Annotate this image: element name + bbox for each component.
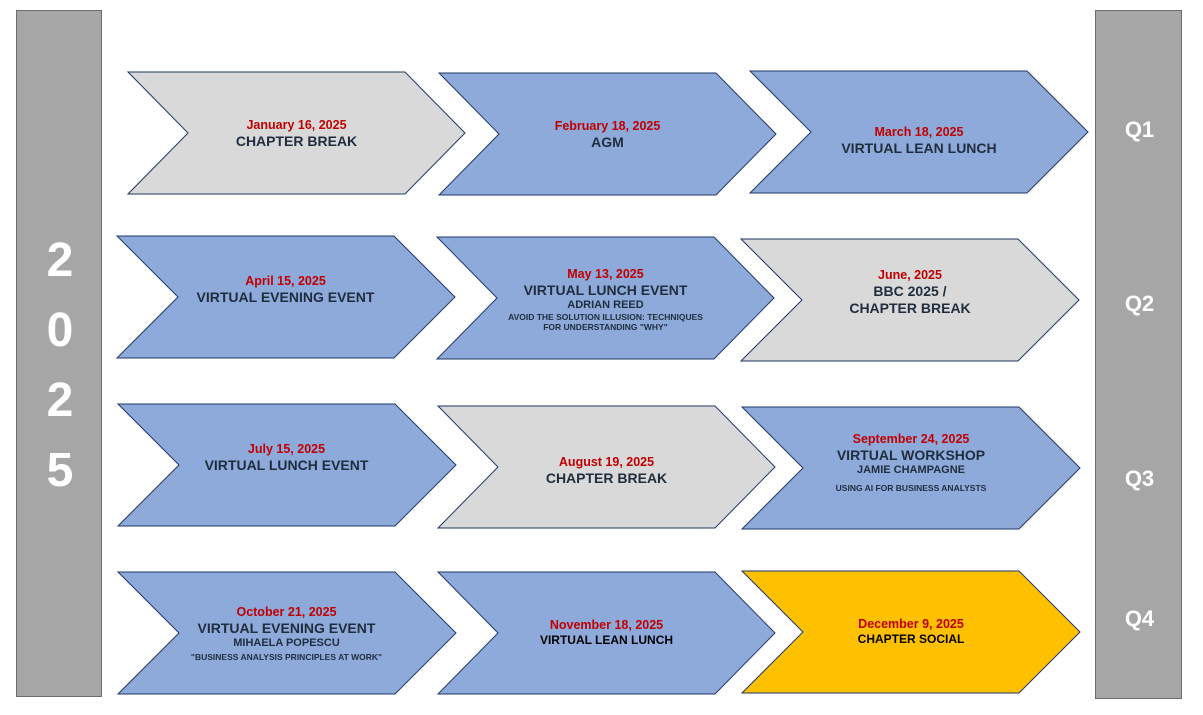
event-title: VIRTUAL LUNCH EVENT (523, 281, 688, 298)
chevron-feb (437, 72, 777, 196)
event-topic: AVOID THE SOLUTION ILLUSION: TECHNIQUES (508, 311, 703, 322)
event-oct: October 21, 2025 VIRTUAL EVENING EVENT M… (168, 600, 405, 666)
year-digit: 5 (46, 444, 74, 497)
event-topic: FOR UNDERSTANDING "WHY" (543, 321, 668, 332)
event-speaker: JAMIE CHAMPAGNE (857, 463, 965, 476)
event-title: CHAPTER BREAK (235, 133, 358, 149)
event-title: VIRTUAL LEAN LUNCH (539, 633, 674, 647)
chevron-dec (740, 570, 1081, 694)
event-may: May 13, 2025 VIRTUAL LUNCH EVENT ADRIAN … (487, 262, 724, 336)
event-date: April 15, 2025 (245, 274, 326, 288)
event-date: September 24, 2025 (852, 431, 970, 446)
event-topic: "BUSINESS ANALYSIS PRINCIPLES AT WORK" (190, 651, 383, 662)
event-date: December 9, 2025 (858, 617, 964, 631)
quarter-label-q3: Q3 (1124, 466, 1155, 491)
event-topic: USING AI FOR BUSINESS ANALYSTS (835, 482, 987, 493)
event-title: VIRTUAL LEAN LUNCH (841, 140, 997, 156)
chevron-apr (115, 235, 456, 359)
event-date: January 16, 2025 (246, 118, 347, 132)
quarter-label-q2: Q2 (1124, 291, 1155, 316)
event-title: VIRTUAL WORKSHOP (836, 446, 986, 463)
chevron-jan (126, 71, 466, 195)
year-digit: 2 (46, 234, 74, 287)
event-date: May 13, 2025 (567, 266, 644, 281)
event-speaker: MIHAELA POPESCU (233, 636, 340, 649)
chevron-jul (116, 403, 457, 527)
chevron-may (435, 236, 775, 360)
event-title: CHAPTER SOCIAL (857, 632, 965, 646)
event-dec: December 9, 2025 CHAPTER SOCIAL (803, 609, 1019, 655)
year-bar: 2 0 2 5 (16, 10, 102, 697)
event-title: BBC 2025 / (873, 282, 947, 299)
event-title: VIRTUAL EVENING EVENT (196, 289, 375, 305)
event-date: June, 2025 (878, 267, 942, 282)
event-title: AGM (591, 134, 624, 150)
chevron-aug (436, 405, 776, 529)
event-title: CHAPTER BREAK (849, 299, 971, 316)
chevron-mar (748, 70, 1089, 194)
event-title: VIRTUAL EVENING EVENT (197, 619, 376, 636)
quarter-label-q4: Q4 (1124, 606, 1155, 631)
event-jul: July 15, 2025 VIRTUAL LUNCH EVENT (178, 434, 395, 482)
event-feb: February 18, 2025 AGM (499, 111, 716, 159)
event-sep: September 24, 2025 VIRTUAL WORKSHOP JAMI… (793, 428, 1029, 496)
event-nov: November 18, 2025 VIRTUAL LEAN LUNCH (498, 610, 715, 656)
year-digit: 0 (46, 304, 74, 357)
chevron-oct (116, 571, 457, 695)
event-date: November 18, 2025 (549, 618, 664, 632)
quarter-label-q1: Q1 (1124, 117, 1155, 142)
event-apr: April 15, 2025 VIRTUAL EVENING EVENT (158, 266, 413, 314)
event-date: July 15, 2025 (247, 442, 326, 456)
event-speaker: ADRIAN REED (567, 298, 644, 311)
event-title: CHAPTER BREAK (545, 470, 668, 486)
event-title: VIRTUAL LUNCH EVENT (204, 457, 369, 473)
event-date: March 18, 2025 (874, 125, 964, 139)
chevron-sep (740, 406, 1081, 530)
event-date: February 18, 2025 (554, 119, 661, 133)
chevron-jun (739, 238, 1080, 362)
event-jan: January 16, 2025 CHAPTER BREAK (188, 110, 405, 158)
event-aug: August 19, 2025 CHAPTER BREAK (498, 447, 715, 495)
chevron-nov (436, 571, 776, 695)
event-jun: June, 2025 BBC 2025 / CHAPTER BREAK (802, 264, 1018, 320)
quarter-bar: Q1 Q2 Q3 Q4 (1095, 10, 1182, 699)
event-date: August 19, 2025 (558, 455, 655, 469)
event-date: October 21, 2025 (236, 604, 337, 619)
event-mar: March 18, 2025 VIRTUAL LEAN LUNCH (811, 117, 1027, 165)
year-digit: 2 (46, 374, 74, 427)
